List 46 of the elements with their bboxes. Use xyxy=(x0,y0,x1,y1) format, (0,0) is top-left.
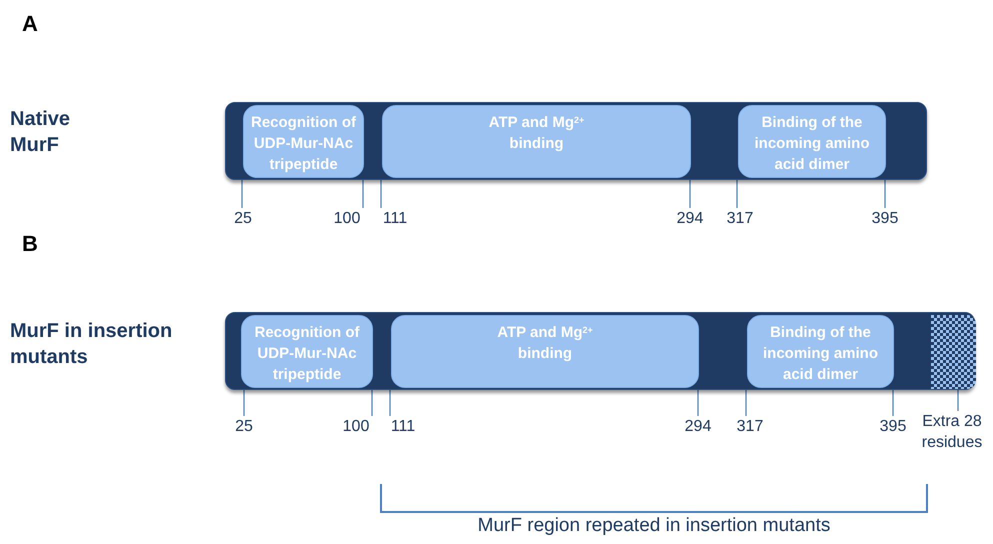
residue-number: 317 xyxy=(736,417,764,437)
residue-number: 111 xyxy=(390,417,416,437)
leader-line xyxy=(884,177,886,208)
domain-label: Recognition of UDP-Mur-NAc tripeptide xyxy=(254,323,360,385)
residue-number: 111 xyxy=(382,209,408,229)
residue-number: 25 xyxy=(233,209,253,229)
residue-number: 395 xyxy=(870,209,900,229)
residue-number: 395 xyxy=(878,417,908,437)
leader-line xyxy=(697,387,699,416)
panel-letter: B xyxy=(22,232,39,256)
row-title: MurF in insertion mutants xyxy=(10,319,174,370)
residue-number: 25 xyxy=(234,417,254,437)
residue-number: 294 xyxy=(676,209,704,229)
domain-label: ATP and Mg$^{2+}$ binding xyxy=(488,113,586,154)
domain-box xyxy=(382,105,691,178)
domain-box xyxy=(241,315,373,388)
leader-line xyxy=(736,177,738,208)
leader-line xyxy=(380,177,382,208)
domain-box xyxy=(243,105,364,178)
leader-line xyxy=(389,387,391,416)
panel-letter: A xyxy=(22,12,39,36)
leader-line xyxy=(371,387,373,416)
domain-label: Recognition of UDP-Mur-NAc tripeptide xyxy=(250,113,357,175)
protein-bar xyxy=(225,312,975,390)
residue-number: 100 xyxy=(342,417,370,437)
leader-line xyxy=(957,388,959,411)
hatched-segment xyxy=(931,315,976,389)
leader-line xyxy=(243,387,245,416)
leader-line xyxy=(745,387,747,416)
leader-line xyxy=(241,177,243,208)
residue-number: Extra 28 residues xyxy=(920,412,984,453)
domain-label: ATP and Mg$^{2+}$ binding xyxy=(496,323,594,364)
domain-label: Binding of the incoming amino acid dimer xyxy=(762,323,879,385)
leader-line xyxy=(362,177,364,208)
residue-number: 294 xyxy=(684,417,712,437)
domain-box xyxy=(391,315,699,388)
row-title: Native MurF xyxy=(10,107,72,158)
bracket-label: MurF region repeated in insertion mutants xyxy=(478,514,830,538)
domain-label: Binding of the incoming amino acid dimer xyxy=(753,113,870,175)
residue-number: 100 xyxy=(332,209,362,229)
leader-line xyxy=(689,177,691,208)
leader-line xyxy=(892,387,894,416)
domain-box xyxy=(738,105,886,178)
residue-number: 317 xyxy=(726,209,754,229)
domain-box xyxy=(747,315,894,388)
protein-bar xyxy=(225,102,927,180)
